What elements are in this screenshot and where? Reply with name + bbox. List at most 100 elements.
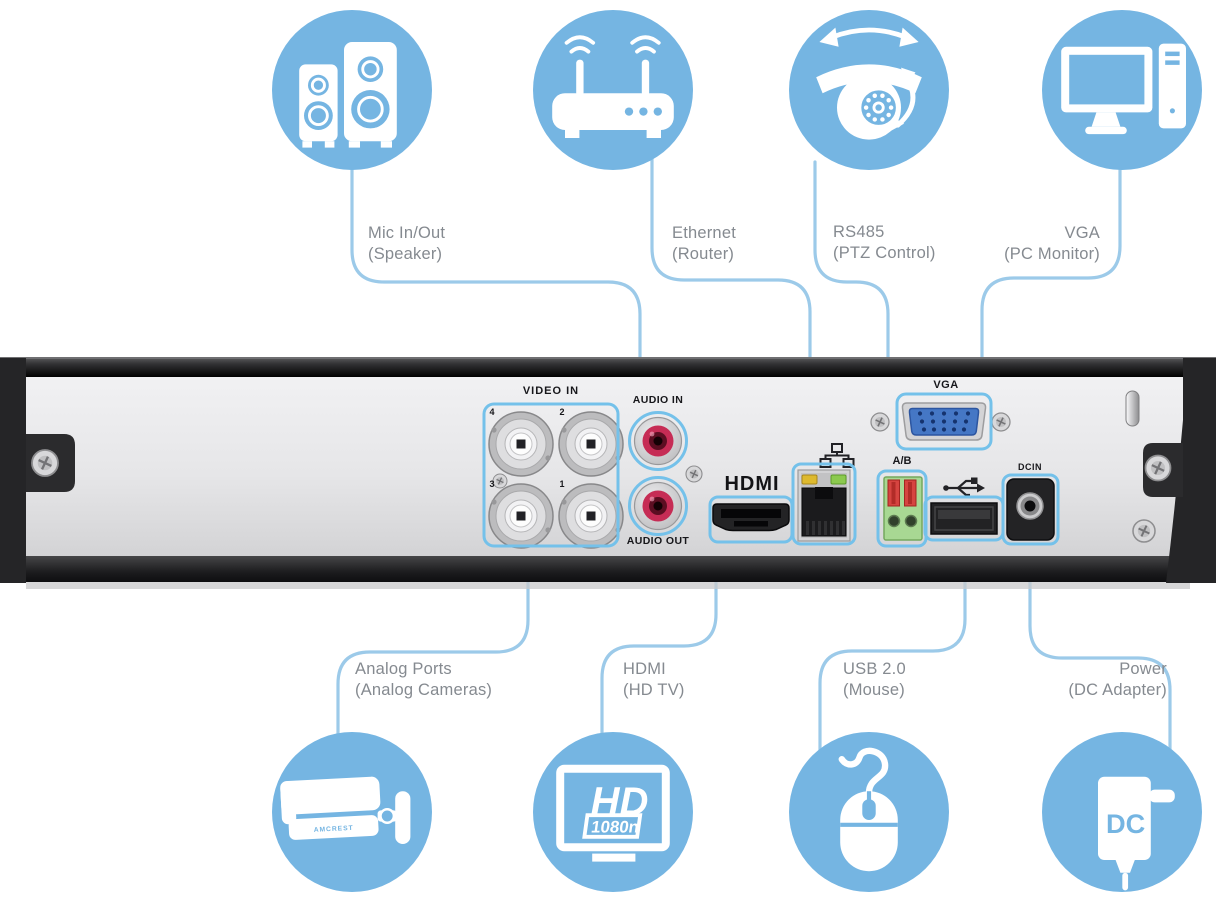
usb-icon-square bbox=[971, 477, 978, 484]
bnc-port-2 bbox=[558, 411, 624, 477]
vga-screw-right bbox=[991, 412, 1011, 432]
node-router bbox=[533, 10, 693, 170]
video-in-port-label: VIDEO IN bbox=[522, 385, 580, 397]
hdmi-port-slot-lower bbox=[734, 521, 768, 527]
audio-out-jack bbox=[633, 481, 683, 531]
node-hd-tv: HD 1080n bbox=[533, 732, 693, 892]
label-title: VGA bbox=[1064, 224, 1100, 242]
bnc-number-2: 2 bbox=[559, 407, 565, 417]
label-rs485: RS485 (PTZ Control) bbox=[833, 222, 936, 263]
video-in-outline bbox=[482, 402, 620, 548]
vga-screw-left bbox=[870, 412, 890, 432]
label-subtitle: (Analog Cameras) bbox=[355, 680, 493, 699]
hdmi-port-label: HDMI bbox=[724, 473, 780, 495]
port-outlines bbox=[482, 392, 1060, 548]
label-subtitle: (Router) bbox=[672, 244, 735, 263]
label-title: Mic In/Out bbox=[368, 224, 446, 242]
vent-slot bbox=[1125, 390, 1140, 427]
rs485-tab-a-slot bbox=[891, 482, 896, 504]
label-usb-mouse: USB 2.0 (Mouse) bbox=[843, 659, 906, 700]
usb-icon-dot bbox=[943, 485, 949, 491]
dcin-port-label: DCIN bbox=[1018, 462, 1042, 472]
rs485-hole-a bbox=[887, 514, 901, 528]
chassis-shadow-strip bbox=[26, 582, 1190, 589]
usb-icon bbox=[948, 479, 977, 497]
line-videoin-to-camera bbox=[336, 543, 530, 750]
vga-outline bbox=[895, 392, 993, 451]
line-monitor-to-vga bbox=[980, 158, 1122, 395]
hdmi-port-slot bbox=[721, 509, 781, 518]
chassis-left-frame bbox=[0, 358, 26, 583]
label-ethernet: Ethernet (Router) bbox=[672, 223, 736, 264]
router-icon bbox=[552, 35, 674, 138]
bnc-number-3: 3 bbox=[489, 479, 495, 489]
chassis-right-frame bbox=[1166, 358, 1216, 583]
label-title: USB 2.0 bbox=[843, 660, 906, 678]
label-subtitle: (Speaker) bbox=[368, 244, 443, 263]
chassis-top-edge bbox=[0, 357, 1216, 377]
label-vga: VGA (PC Monitor) bbox=[950, 223, 1100, 264]
line-dcin-to-power bbox=[1028, 541, 1172, 760]
rj45-led-yellow bbox=[801, 474, 818, 485]
vga-port-label: VGA bbox=[933, 379, 959, 391]
label-subtitle: (Mouse) bbox=[843, 680, 905, 699]
rj45-pins bbox=[806, 521, 845, 535]
node-ptz-camera bbox=[789, 10, 949, 170]
bnc-number-4: 4 bbox=[489, 407, 495, 417]
usb-port-tongue bbox=[938, 510, 990, 519]
label-title: Power bbox=[1119, 660, 1167, 678]
dc-jack-hole bbox=[1024, 500, 1036, 512]
screw bbox=[30, 448, 60, 478]
line-mic-to-audio bbox=[350, 158, 642, 398]
rs485-tab-b-slot bbox=[908, 482, 912, 504]
node-pc-monitor bbox=[1042, 10, 1202, 170]
screw bbox=[1132, 519, 1156, 543]
screw bbox=[685, 465, 703, 483]
chassis-bottom-edge bbox=[0, 556, 1216, 582]
rs485-hole-b bbox=[904, 514, 918, 528]
label-title: HDMI bbox=[623, 660, 666, 678]
dc-adapter-icon: DC bbox=[1098, 776, 1175, 891]
label-title: RS485 bbox=[833, 223, 885, 241]
speakers-icon bbox=[299, 42, 397, 148]
line-ptz-to-rs485 bbox=[813, 160, 890, 471]
node-speakers bbox=[272, 10, 432, 170]
chassis-top-highlight bbox=[0, 357, 1216, 359]
label-subtitle: (DC Adapter) bbox=[1068, 680, 1167, 699]
label-analog-ports: Analog Ports (Analog Cameras) bbox=[355, 659, 492, 700]
audio-in-port-label: AUDIO IN bbox=[632, 394, 684, 406]
mouse-icon bbox=[838, 747, 898, 872]
label-title: Ethernet bbox=[672, 224, 736, 242]
usb-port-frame bbox=[934, 506, 994, 531]
label-subtitle: (HD TV) bbox=[623, 680, 685, 699]
connector-lines bbox=[336, 154, 1172, 760]
audio-in-jack bbox=[633, 416, 683, 466]
label-subtitle: (PTZ Control) bbox=[833, 243, 936, 262]
audio-in-outline bbox=[628, 411, 688, 471]
rj45-latch bbox=[815, 487, 833, 499]
dc-text: DC bbox=[1106, 808, 1145, 839]
label-mic-in-out: Mic In/Out (Speaker) bbox=[368, 223, 445, 264]
audio-out-port-label: AUDIO OUT bbox=[626, 535, 690, 547]
bnc-port-4 bbox=[488, 411, 554, 477]
resolution-text: 1080n bbox=[590, 818, 640, 837]
camera-brand-text: AMCREST bbox=[314, 825, 354, 834]
label-title: Analog Ports bbox=[355, 660, 452, 678]
bnc-port-3 bbox=[488, 483, 554, 549]
screw bbox=[1144, 454, 1172, 482]
vga-pin-holes bbox=[917, 411, 971, 432]
usb-icon-arrow bbox=[977, 483, 985, 493]
ethernet-outline bbox=[791, 462, 857, 546]
line-router-to-ethernet bbox=[650, 154, 812, 465]
rj45-led-green bbox=[830, 474, 847, 485]
label-subtitle: (PC Monitor) bbox=[1004, 244, 1100, 263]
ptz-camera-icon bbox=[816, 27, 922, 140]
line-hdmi-to-tv bbox=[600, 541, 718, 750]
dcin-outline bbox=[1001, 473, 1060, 546]
label-power: Power (DC Adapter) bbox=[1017, 659, 1167, 700]
line-usb-to-mouse bbox=[818, 537, 967, 760]
hd-tv-icon: HD 1080n bbox=[556, 764, 670, 862]
label-hdmi-tv: HDMI (HD TV) bbox=[623, 659, 685, 700]
bnc-number-1: 1 bbox=[559, 479, 565, 489]
